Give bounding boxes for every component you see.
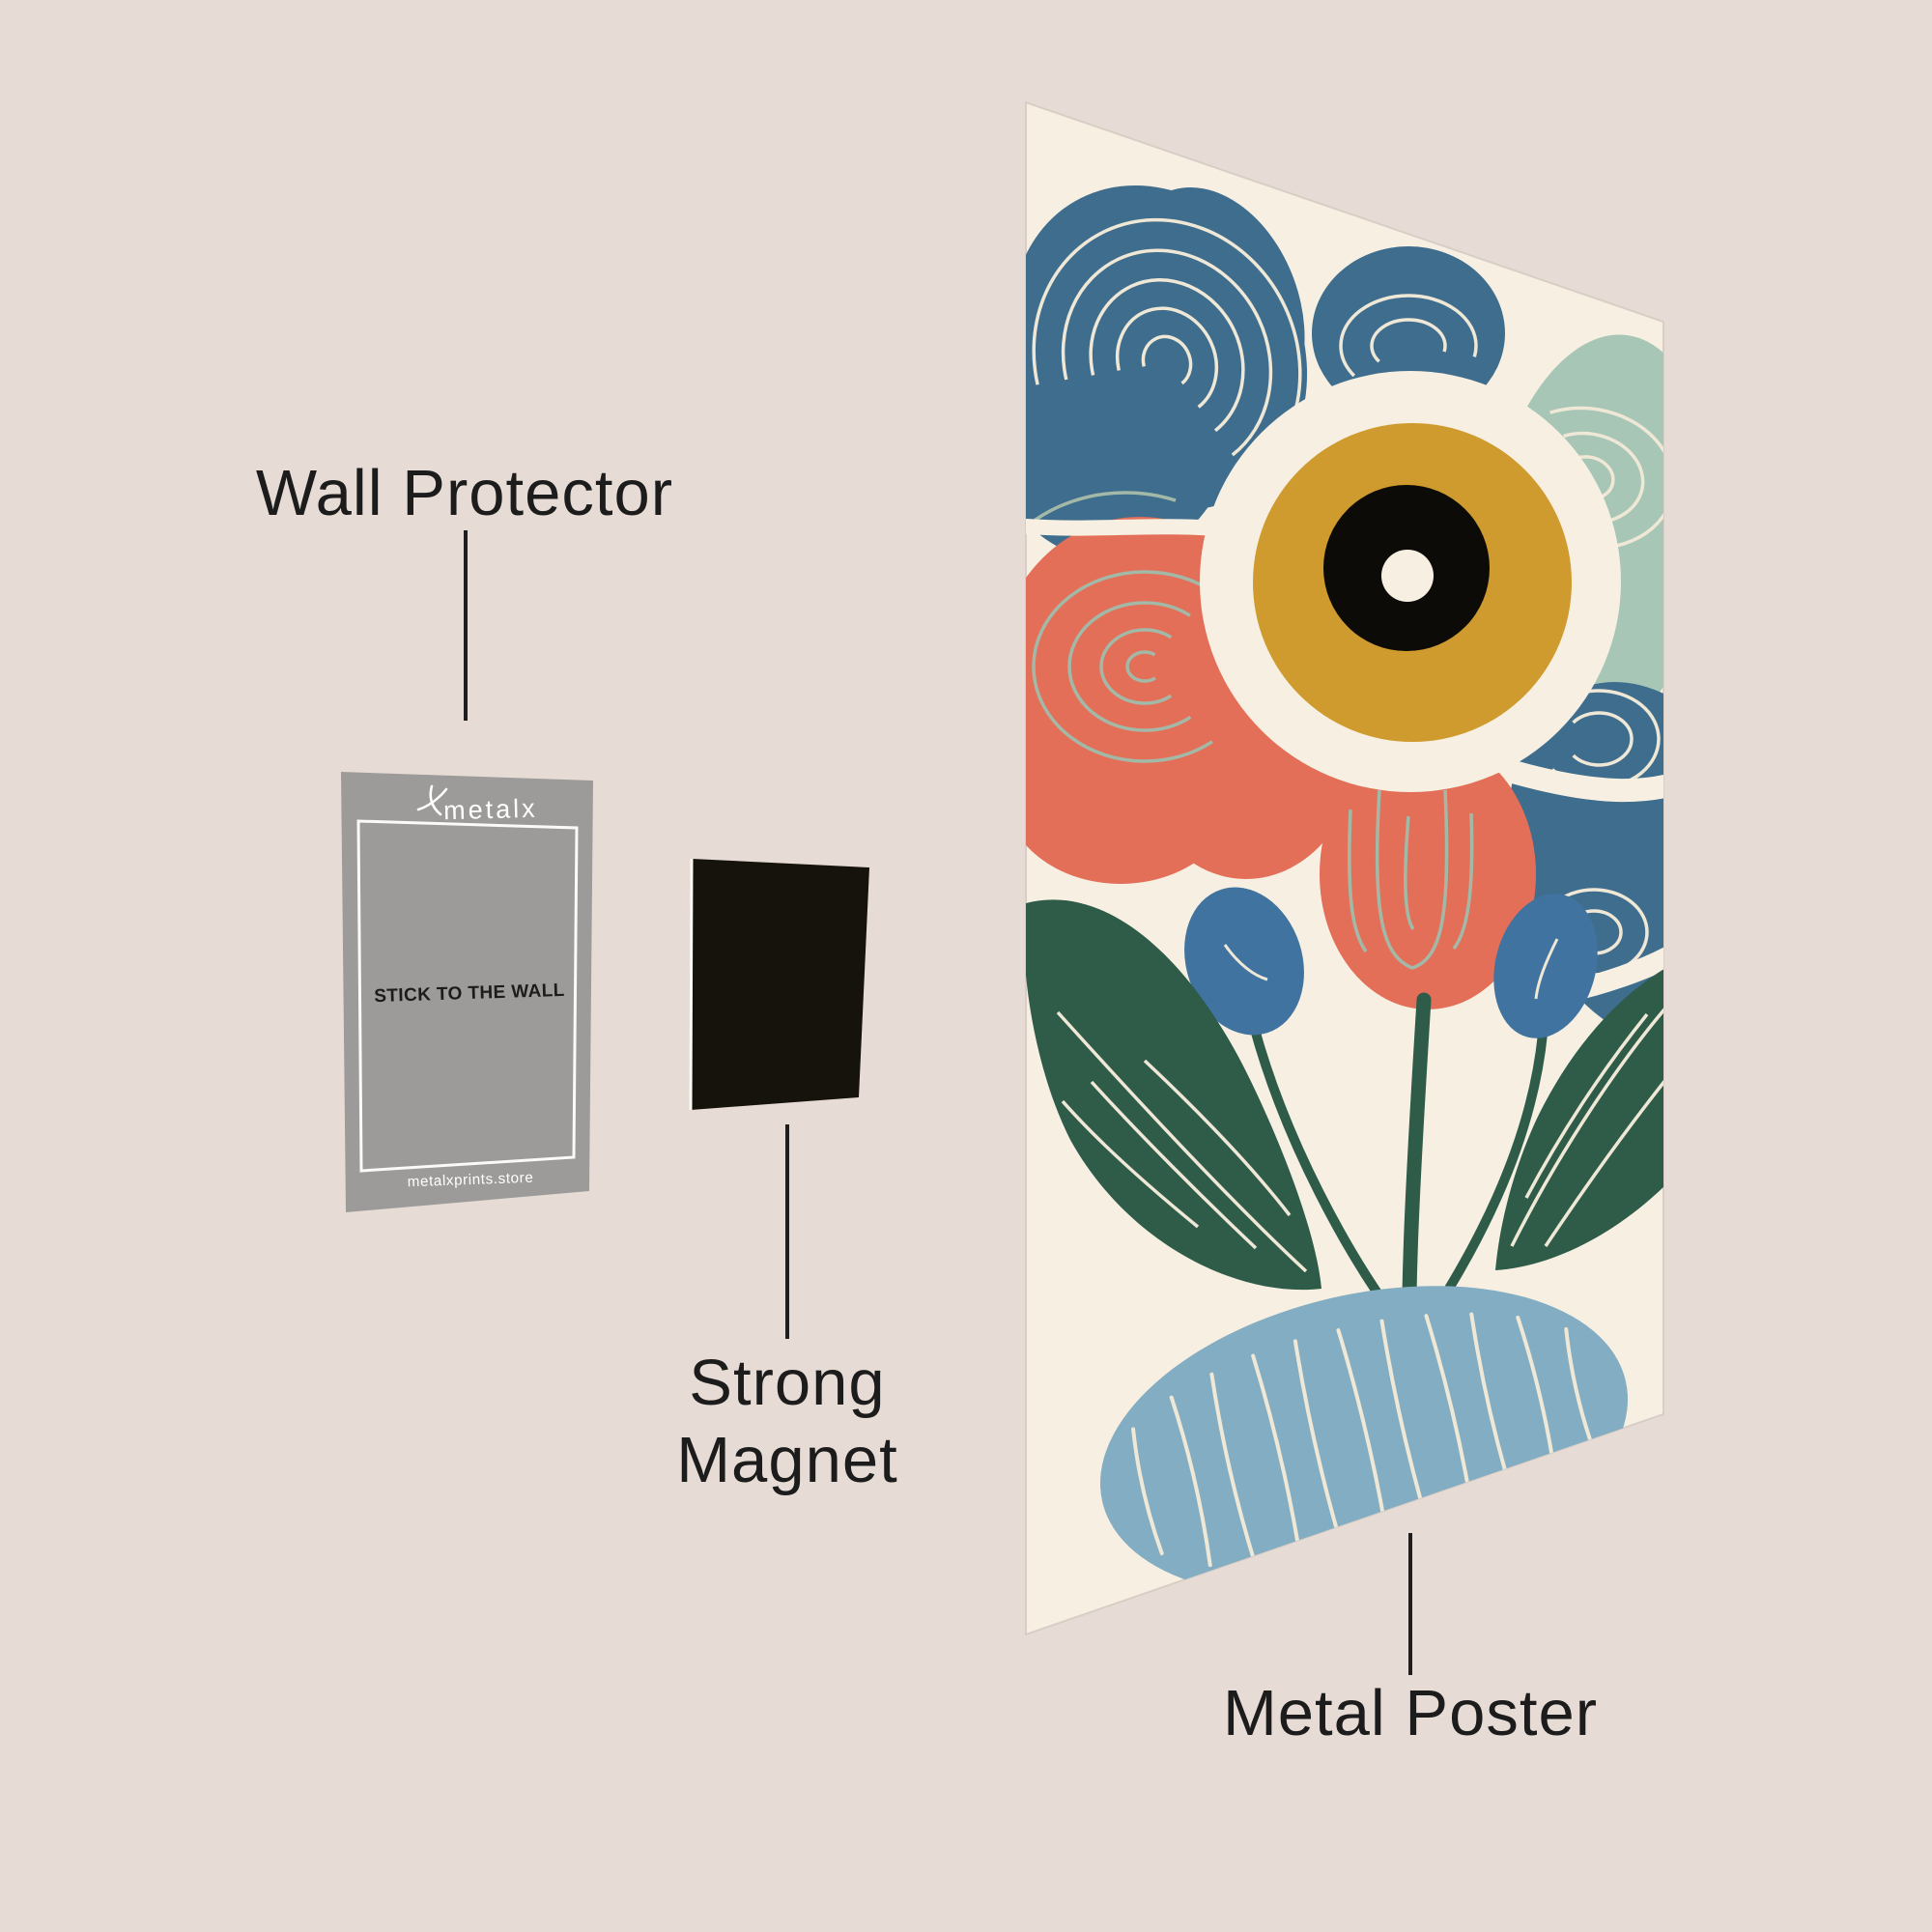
petal-bottom-detail-lines (1348, 789, 1474, 970)
card-inner-border (356, 819, 579, 1173)
right-leaf-veins (1510, 983, 1663, 1247)
card-face (341, 772, 593, 1212)
metalx-logo-text: metalx (443, 794, 538, 826)
strong-magnet-label: Strong Magnet (546, 1345, 1029, 1499)
strong-magnet-label-line1: Strong (689, 1347, 886, 1419)
metal-poster (1025, 100, 1664, 1636)
wall-protector-card: metalx STICK TO THE WALL metalxprints.st… (341, 772, 593, 1212)
left-leaf-veins (1056, 1010, 1308, 1273)
petal-coral-spiral-lines (1026, 491, 1272, 763)
petal-top-left-spiral-lines (1032, 217, 1302, 507)
left-bud (1184, 887, 1304, 1036)
flower-petal-top-left (1026, 185, 1308, 560)
flower-petal-bottom (1320, 739, 1536, 1009)
magnet-edge-highlight (689, 858, 694, 1111)
wall-protector-label: Wall Protector (255, 457, 674, 529)
petal-top-middle-arc-lines (1339, 294, 1478, 398)
magnet-face (691, 859, 869, 1110)
metalx-logo-icon (416, 784, 448, 816)
flower-center-dot (1381, 550, 1434, 602)
left-leaf (1026, 899, 1321, 1291)
right-leaf (1495, 942, 1663, 1270)
metal-poster-label: Metal Poster (1222, 1677, 1599, 1749)
card-website-text: metalxprints.store (407, 1170, 533, 1191)
flower-center (1200, 371, 1621, 792)
strong-magnet-label-line2: Magnet (676, 1424, 898, 1496)
poster-artwork (1026, 185, 1663, 1597)
strong-magnet (689, 858, 869, 1111)
bud-detail-lines (1223, 938, 1559, 1000)
